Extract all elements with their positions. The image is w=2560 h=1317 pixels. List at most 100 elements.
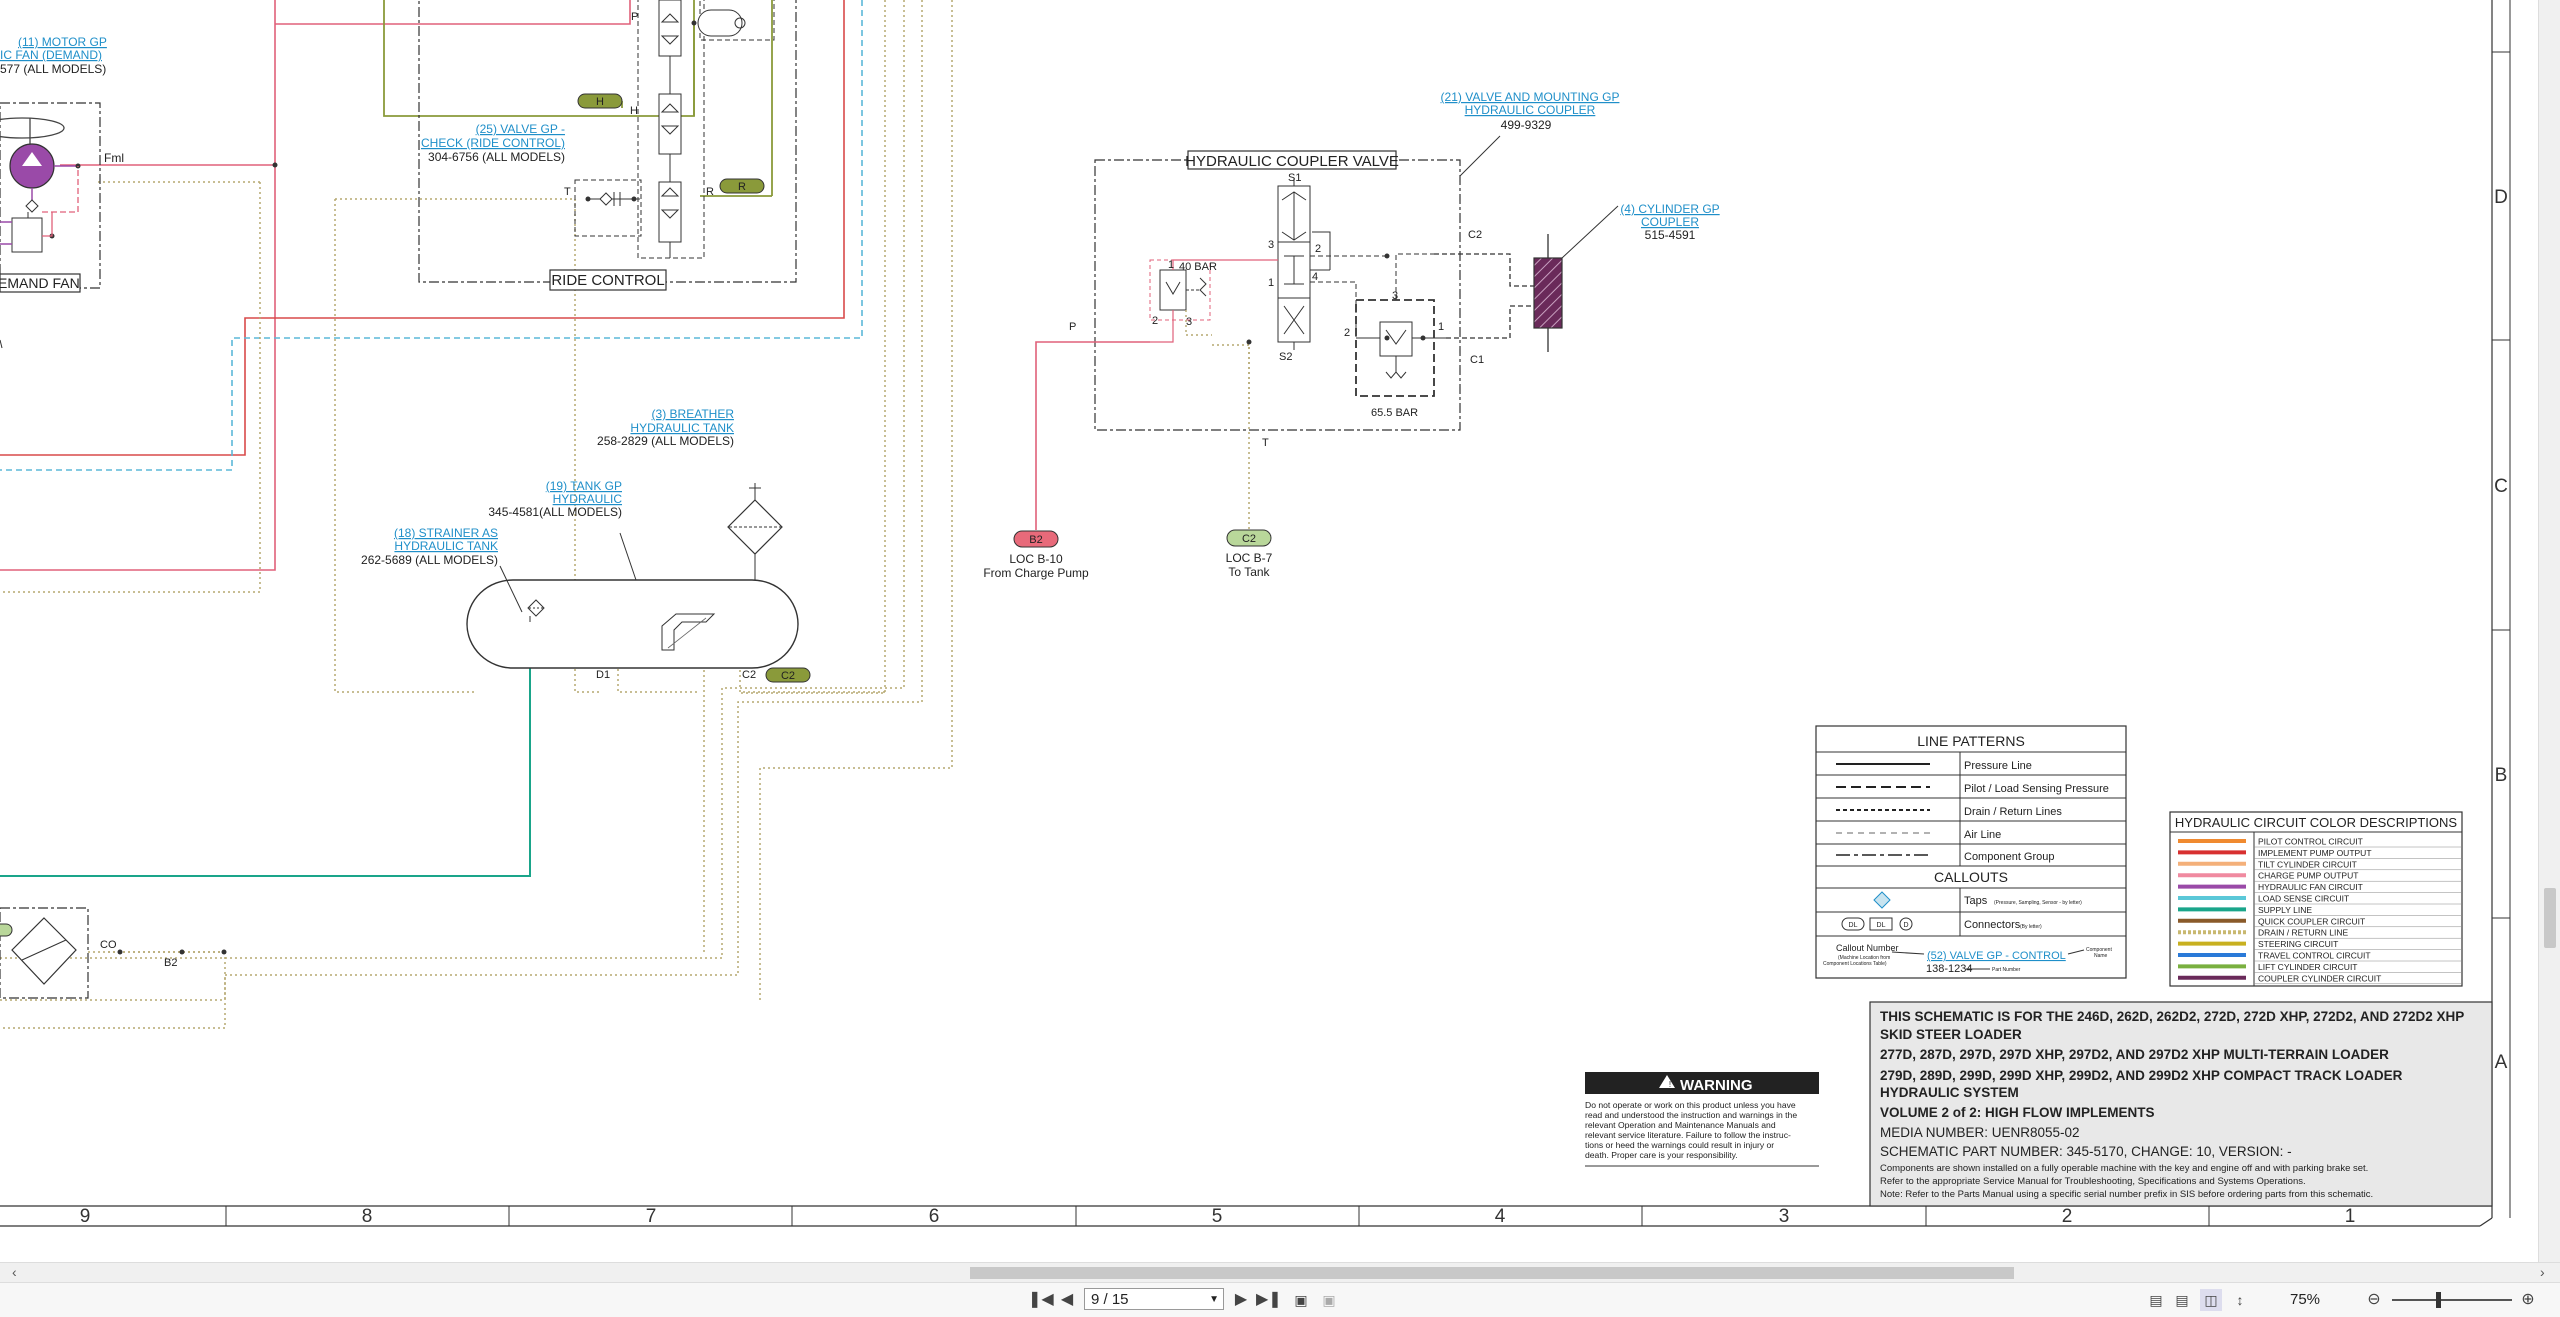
warning-line: relevant service literature. Failure to … bbox=[1585, 1130, 1791, 1140]
title-block: THIS SCHEMATIC IS FOR THE 246D, 262D, 26… bbox=[1869, 1001, 2493, 1207]
svg-text:B2: B2 bbox=[1029, 534, 1042, 546]
svg-text:C2: C2 bbox=[1242, 533, 1256, 545]
fit-icon[interactable]: ↕ bbox=[2236, 1292, 2244, 1308]
port-label-r: R bbox=[706, 186, 714, 198]
two-page-icon[interactable]: ◫ bbox=[2200, 1289, 2222, 1311]
color-description-label: LOAD SENSE CIRCUIT bbox=[2258, 894, 2349, 904]
svg-text:H: H bbox=[596, 96, 604, 108]
svg-text:From Charge Pump: From Charge Pump bbox=[983, 566, 1089, 580]
breather-icon bbox=[727, 483, 783, 580]
port-number: 3 bbox=[1392, 290, 1398, 302]
zoom-out-icon[interactable]: ⊖ bbox=[2367, 1291, 2381, 1308]
title-note: Refer to the appropriate Service Manual … bbox=[1880, 1176, 2306, 1187]
port-label-h: H bbox=[630, 105, 638, 117]
view-mode-icon[interactable]: ▣ bbox=[1294, 1292, 1308, 1308]
breather-callout-line2[interactable]: HYDRAULIC TANK bbox=[630, 421, 734, 435]
port-label-s1: S1 bbox=[1288, 172, 1301, 184]
connector-b2-charge: B2 LOC B-10 From Charge Pump bbox=[983, 530, 1089, 580]
color-description-label: TILT CYLINDER CIRCUIT bbox=[2258, 859, 2357, 869]
column-number: 1 bbox=[2345, 1206, 2356, 1227]
cylinder-callout-line2[interactable]: COUPLER bbox=[1641, 215, 1699, 229]
page-number-input[interactable]: 9 / 15 ▼ bbox=[1084, 1288, 1224, 1310]
port-label-c2-tank: C2 bbox=[742, 669, 756, 681]
fml-label: Fml bbox=[104, 151, 124, 165]
port-label-p-coupler: P bbox=[1069, 321, 1076, 333]
next-page-icon[interactable]: ▶ bbox=[1234, 1291, 1248, 1308]
last-page-icon[interactable]: ▶❚ bbox=[1256, 1291, 1282, 1308]
port-label-co: CO bbox=[100, 939, 117, 951]
coupler-valve-callout-line1[interactable]: (21) VALVE AND MOUNTING GP bbox=[1441, 90, 1620, 104]
demand-fan-title: EMAND FAN bbox=[0, 275, 80, 291]
supply-line bbox=[0, 622, 531, 877]
tank-callout-line2[interactable]: HYDRAULIC bbox=[553, 492, 623, 506]
title-note: Components are shown installed on a full… bbox=[1880, 1163, 2368, 1174]
warning-line: read and understood the instruction and … bbox=[1585, 1110, 1797, 1120]
previous-page-icon[interactable]: ◀ bbox=[1060, 1291, 1074, 1308]
zoom-in-icon[interactable]: ⊕ bbox=[2521, 1291, 2535, 1308]
taps-label: Taps bbox=[1964, 895, 1988, 907]
column-number: 4 bbox=[1495, 1206, 1506, 1227]
column-number: 7 bbox=[646, 1206, 657, 1227]
oil-cooler-icon bbox=[0, 907, 227, 999]
color-description-label: IMPLEMENT PUMP OUTPUT bbox=[2258, 848, 2372, 858]
motor-part-number: 577 (ALL MODELS) bbox=[0, 62, 106, 76]
horizontal-scrollbar[interactable]: ‹ › bbox=[0, 1262, 2560, 1283]
zoom-slider-knob[interactable] bbox=[2436, 1292, 2441, 1308]
pattern-label: Air Line bbox=[1964, 829, 2001, 841]
component-name-note: Component bbox=[2086, 947, 2112, 953]
color-description-label: SUPPLY LINE bbox=[2258, 905, 2312, 915]
component-name-note: Name bbox=[2094, 953, 2108, 959]
warning-line: tions or heed the warnings could result … bbox=[1585, 1140, 1774, 1150]
row-letter: A bbox=[2495, 1052, 2508, 1073]
vertical-scroll-thumb[interactable] bbox=[2544, 888, 2556, 948]
scroll-right-icon[interactable]: › bbox=[2540, 1264, 2545, 1280]
copy-view-icon[interactable]: ▣ bbox=[1322, 1292, 1336, 1308]
check-valve-callout-line1[interactable]: (25) VALVE GP - bbox=[476, 122, 565, 136]
scroll-left-icon[interactable]: ‹ bbox=[12, 1264, 17, 1280]
color-description-label: DRAIN / RETURN LINE bbox=[2258, 928, 2349, 938]
cylinder-callout-line1[interactable]: (4) CYLINDER GP bbox=[1620, 202, 1719, 216]
page-dropdown-icon[interactable]: ▼ bbox=[1209, 1294, 1219, 1305]
ride-control-title: RIDE CONTROL bbox=[551, 272, 664, 289]
warning-line: death. Proper care is your responsibilit… bbox=[1585, 1150, 1738, 1160]
svg-text:LOC B-10: LOC B-10 bbox=[1009, 552, 1063, 566]
check-valve-callout-line2[interactable]: CHECK (RIDE CONTROL) bbox=[421, 136, 565, 150]
continuous-icon[interactable]: ▤ bbox=[2175, 1292, 2189, 1308]
motor-callout-line1[interactable]: (11) MOTOR GP bbox=[18, 35, 107, 49]
port-number: 3 bbox=[1186, 316, 1192, 328]
connector-h: H bbox=[577, 93, 623, 109]
breather-callout-line1[interactable]: (3) BREATHER bbox=[652, 407, 735, 421]
single-page-icon[interactable]: ▤ bbox=[2149, 1292, 2163, 1308]
connector-dl-icon bbox=[1841, 917, 1865, 931]
row-letter: B bbox=[2495, 765, 2508, 786]
color-description-label: CHARGE PUMP OUTPUT bbox=[2258, 871, 2358, 881]
ride-control-group: RIDE CONTROL bbox=[418, 0, 797, 291]
demand-fan-group: EMAND FAN bbox=[0, 102, 101, 293]
connectors-label: Connectors bbox=[1964, 919, 2021, 931]
d-label: D bbox=[1903, 922, 1908, 929]
schematic-viewport[interactable]: 9 8 7 6 5 4 3 2 1 D C B A bbox=[0, 0, 2538, 1262]
viewer-toolbar: ❚◀ ◀ 9 / 15 ▼ ▶ ▶❚ ▣ ▣ ▤ ▤ ◫ ↕ 75% ⊖ ⊕ bbox=[0, 1282, 2560, 1317]
dl-label: DL bbox=[1877, 922, 1886, 929]
first-page-icon[interactable]: ❚◀ bbox=[1028, 1291, 1054, 1308]
row-letter: C bbox=[2494, 476, 2508, 497]
vertical-scrollbar[interactable] bbox=[2538, 0, 2560, 1262]
tank-callout-line1[interactable]: (19) TANK GP bbox=[546, 479, 622, 493]
svg-text:R: R bbox=[738, 181, 746, 193]
volume-line: VOLUME 2 of 2: HIGH FLOW IMPLEMENTS bbox=[1880, 1105, 2155, 1120]
strainer-callout-line2[interactable]: HYDRAULIC TANK bbox=[394, 539, 498, 553]
zoom-slider[interactable] bbox=[2392, 1299, 2512, 1301]
steering-lines bbox=[383, 0, 773, 197]
column-number: 3 bbox=[1779, 1206, 1790, 1227]
strainer-callout-line1[interactable]: (18) STRAINER AS bbox=[394, 526, 498, 540]
column-number: 6 bbox=[929, 1206, 940, 1227]
port-label-b2: B2 bbox=[164, 957, 177, 969]
port-number: 2 bbox=[1315, 243, 1321, 255]
line-patterns-legend: LINE PATTERNS Pressure Line Pilot / Load… bbox=[1815, 725, 2127, 979]
coupler-valve-callout-line2[interactable]: HYDRAULIC COUPLER bbox=[1465, 103, 1596, 117]
title-line: HYDRAULIC SYSTEM bbox=[1880, 1085, 2019, 1100]
column-number: 9 bbox=[80, 1206, 91, 1227]
horizontal-scroll-thumb[interactable] bbox=[970, 1267, 2014, 1279]
port-number: 1 bbox=[1268, 277, 1274, 289]
motor-callout-line2[interactable]: IC FAN (DEMAND) bbox=[0, 48, 102, 62]
